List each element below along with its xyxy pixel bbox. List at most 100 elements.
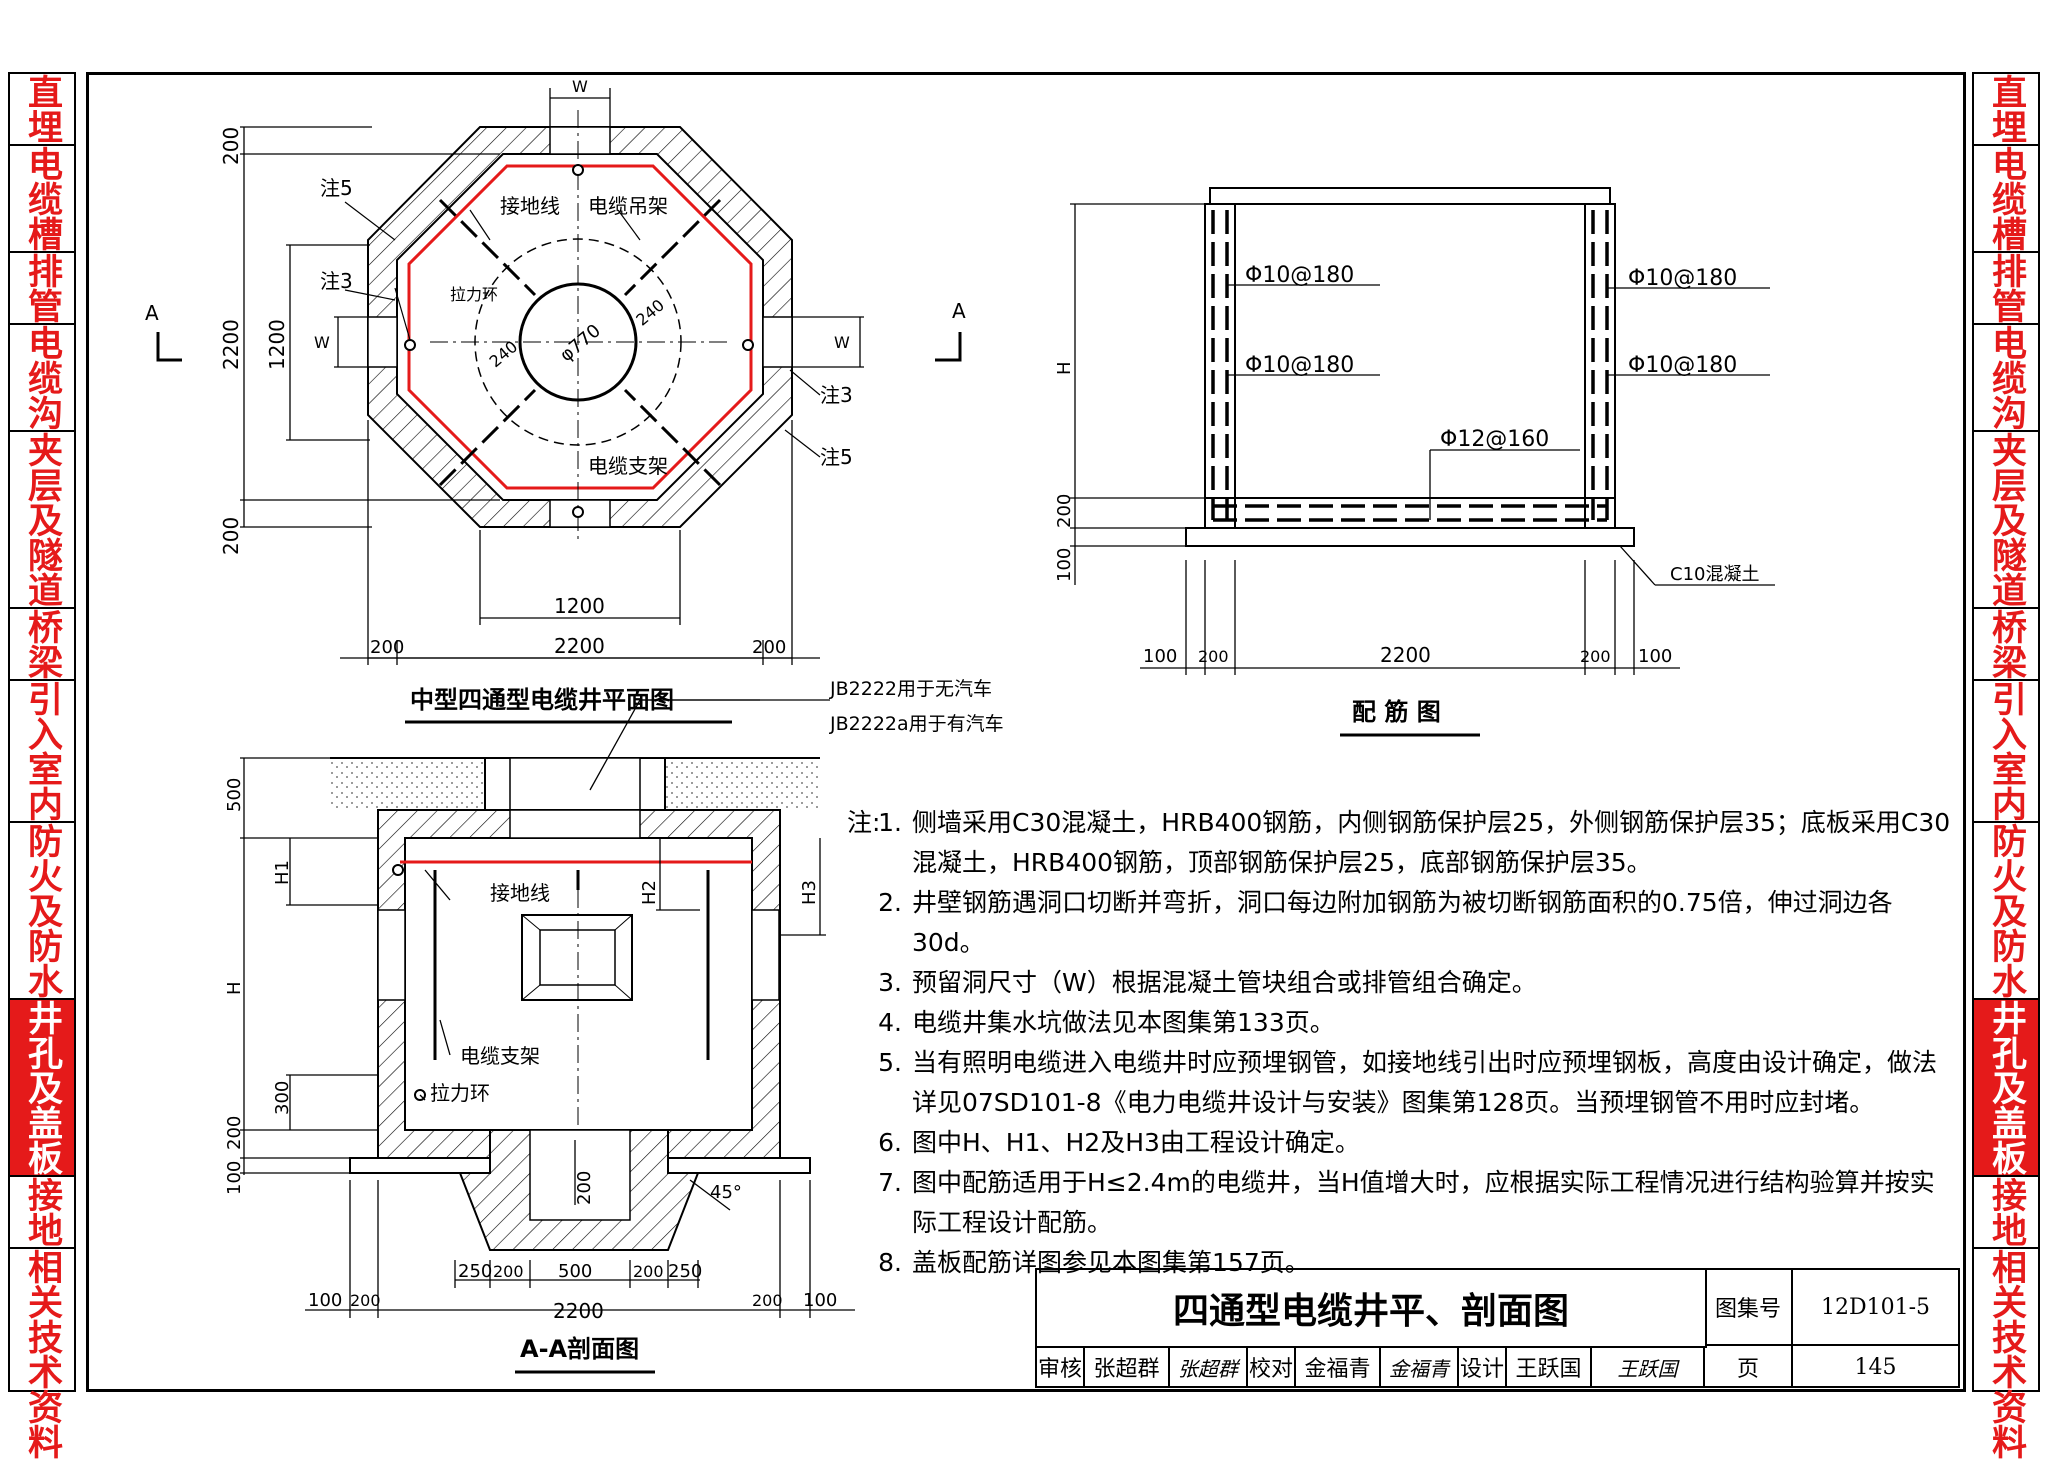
section-b2200: 2200 xyxy=(553,1299,604,1323)
sidebar-section-label: 引入室内 xyxy=(1986,681,2026,821)
plan-section-a-right: A xyxy=(952,299,966,323)
sidebar-section[interactable]: 防火及防水 xyxy=(1974,823,2038,1000)
note-item: 注:1.侧墙采用C30混凝土，HRB400钢筋，内侧钢筋保护层25，外侧钢筋保护… xyxy=(847,803,1955,883)
section-h: H xyxy=(224,981,245,995)
note-item: 4.电缆井集水坑做法见本图集第133页。 xyxy=(855,1003,1955,1043)
section-b200b: 200 xyxy=(752,1291,783,1310)
sidebar-section-label: 桥梁 xyxy=(1986,609,2026,679)
sidebar-section-label: 引入室内 xyxy=(22,681,62,821)
section-d100: 100 xyxy=(224,1161,245,1195)
note-number: 4. xyxy=(878,1008,902,1037)
plan-w-right: W xyxy=(834,333,850,352)
designer-name: 王跃国 xyxy=(1507,1346,1592,1388)
plan-w-left: W xyxy=(314,333,330,352)
rebar-dim-100: 100 xyxy=(1054,548,1075,582)
checker-signature: 金福青 xyxy=(1381,1346,1459,1388)
note-text: 图中配筋适用于H≤2.4m的电缆井，当H值增大时，应根据实际工程情况进行结构验算… xyxy=(912,1168,1935,1237)
plan-note3-a: 注3 xyxy=(320,269,353,293)
plan-wall xyxy=(367,126,793,528)
section-d200: 200 xyxy=(224,1116,245,1150)
rebar-dim-b200b: 200 xyxy=(1580,647,1611,666)
sidebar-section[interactable]: 排管 xyxy=(10,253,74,325)
sidebar-section[interactable]: 接地 xyxy=(1974,1177,2038,1249)
sidebar-section-label: 电缆槽 xyxy=(22,146,62,251)
section-pull-ring-label: 拉力环 xyxy=(430,1081,490,1105)
sidebar-section[interactable]: 防火及防水 xyxy=(10,823,74,1000)
sidebar-section-label: 相关技术资料 xyxy=(22,1249,62,1459)
rebar-label-2: Φ10@180 xyxy=(1245,353,1354,378)
section-d500: 500 xyxy=(224,778,245,812)
section-s250a: 250 xyxy=(458,1261,492,1282)
notes: 注:1.侧墙采用C30混凝土，HRB400钢筋，内侧钢筋保护层25，外侧钢筋保护… xyxy=(847,803,1955,1283)
sidebar-section[interactable]: 井孔及盖板 xyxy=(1974,1000,2038,1177)
sidebar-section[interactable]: 电缆槽 xyxy=(10,146,74,253)
sidebar-section[interactable]: 引入室内 xyxy=(1974,681,2038,823)
sidebar-section[interactable]: 电缆沟 xyxy=(1974,325,2038,432)
note-text: 图中H、H1、H2及H3由工程设计确定。 xyxy=(912,1128,1360,1157)
sidebar-right: 直埋电缆槽排管电缆沟夹层及隧道桥梁引入室内防火及防水井孔及盖板接地相关技术资料 xyxy=(1972,72,2040,1459)
rebar-dim-b100b: 100 xyxy=(1638,646,1672,667)
sidebar-section[interactable]: 直埋 xyxy=(10,74,74,146)
check-label: 校对 xyxy=(1248,1346,1296,1388)
note-item: 2. 井壁钢筋遇洞口切断并弯折，洞口每边附加钢筋为被切断钢筋面积的0.75倍，伸过… xyxy=(855,883,1955,963)
section-b200a: 200 xyxy=(350,1291,381,1310)
atlas-label: 图集号 xyxy=(1705,1270,1793,1346)
drawing-title: 四通型电缆井平、剖面图 xyxy=(1037,1270,1707,1348)
plan-dim-200-l: 200 xyxy=(370,637,404,658)
sidebar-section[interactable]: 夹层及隧道 xyxy=(1974,432,2038,609)
section-d200-sump: 200 xyxy=(574,1171,595,1205)
section-view: JB2222用于无汽车 JB2222a用于有汽车 接地线 电缆支架 拉力环 H1… xyxy=(224,678,1004,1374)
note-item: 5. 当有照明电缆进入电缆井时应预埋钢管，如接地线引出时应预埋钢板，高度由设计确定… xyxy=(855,1043,1955,1123)
reviewer-signature: 张超群 xyxy=(1170,1346,1248,1388)
section-s200a: 200 xyxy=(493,1262,524,1281)
sidebar-section[interactable]: 相关技术资料 xyxy=(1974,1249,2038,1459)
section-s250b: 250 xyxy=(668,1261,702,1282)
sidebar-section-label: 电缆槽 xyxy=(1986,146,2026,251)
sidebar-section-label: 井孔及盖板 xyxy=(22,1000,62,1175)
section-jb2-label: JB2222a用于有汽车 xyxy=(829,713,1004,735)
plan-grounding-ring xyxy=(407,164,753,490)
sidebar-section[interactable]: 井孔及盖板 xyxy=(10,1000,74,1177)
note-text: 侧墙采用C30混凝土，HRB400钢筋，内侧钢筋保护层25，外侧钢筋保护层35；… xyxy=(912,808,1951,877)
note-text: 当有照明电缆进入电缆井时应预埋钢管，如接地线引出时应预埋钢板，高度由设计确定，做… xyxy=(912,1048,1938,1117)
section-title: A-A剖面图 xyxy=(520,1335,639,1363)
notes-list: 注:1.侧墙采用C30混凝土，HRB400钢筋，内侧钢筋保护层25，外侧钢筋保护… xyxy=(847,803,1955,1283)
sidebar-section-label: 夹层及隧道 xyxy=(1986,432,2026,607)
rebar-label-4: Φ10@180 xyxy=(1628,353,1737,378)
section-ground-wire-label: 接地线 xyxy=(490,881,550,905)
rebar-dim-b2200: 2200 xyxy=(1380,643,1431,667)
plan-note5-a: 注5 xyxy=(320,176,353,200)
atlas-number: 12D101-5 xyxy=(1793,1270,1958,1346)
plan-dim-2200-h: 2200 xyxy=(554,634,605,658)
sidebar-section[interactable]: 桥梁 xyxy=(10,609,74,681)
sidebar-section[interactable]: 排管 xyxy=(1974,253,2038,325)
drawing-frame xyxy=(86,72,1966,1392)
note-text: 井壁钢筋遇洞口切断并弯折，洞口每边附加钢筋为被切断钢筋面积的0.75倍，伸过洞边… xyxy=(912,888,1893,957)
sidebar-section[interactable]: 直埋 xyxy=(1974,74,2038,146)
plan-cable-bracket-label: 电缆支架 xyxy=(588,454,668,478)
plan-title: 中型四通型电缆井平面图 xyxy=(410,686,674,714)
sidebar-section[interactable]: 相关技术资料 xyxy=(10,1249,74,1459)
section-h2: H2 xyxy=(639,880,660,905)
page-label: 页 xyxy=(1705,1346,1793,1388)
sidebar-section[interactable]: 电缆沟 xyxy=(10,325,74,432)
sidebar-section[interactable]: 引入室内 xyxy=(10,681,74,823)
note-number: 8. xyxy=(878,1248,902,1277)
plan-w-top: W xyxy=(572,77,588,96)
section-b100a: 100 xyxy=(308,1290,342,1311)
sidebar-section[interactable]: 电缆槽 xyxy=(1974,146,2038,253)
plan-d240-b: 240 xyxy=(632,295,668,329)
sidebar-section[interactable]: 桥梁 xyxy=(1974,609,2038,681)
sidebar-section[interactable]: 夹层及隧道 xyxy=(10,432,74,609)
rebar-c10-label: C10混凝土 xyxy=(1670,564,1759,585)
rebar-label-1: Φ10@180 xyxy=(1245,263,1354,288)
sidebar-section-label: 接地 xyxy=(22,1177,62,1247)
section-h1: H1 xyxy=(272,860,293,885)
section-h3: H3 xyxy=(799,880,820,905)
sidebar-section-label: 直埋 xyxy=(22,74,62,144)
note-number: 2. xyxy=(878,888,902,917)
plan-dim-1200-v: 1200 xyxy=(265,319,289,370)
sidebar-section[interactable]: 接地 xyxy=(10,1177,74,1249)
note-number: 5. xyxy=(878,1048,902,1077)
note-text: 预留洞尺寸（W）根据混凝土管块组合或排管组合确定。 xyxy=(912,968,1537,997)
